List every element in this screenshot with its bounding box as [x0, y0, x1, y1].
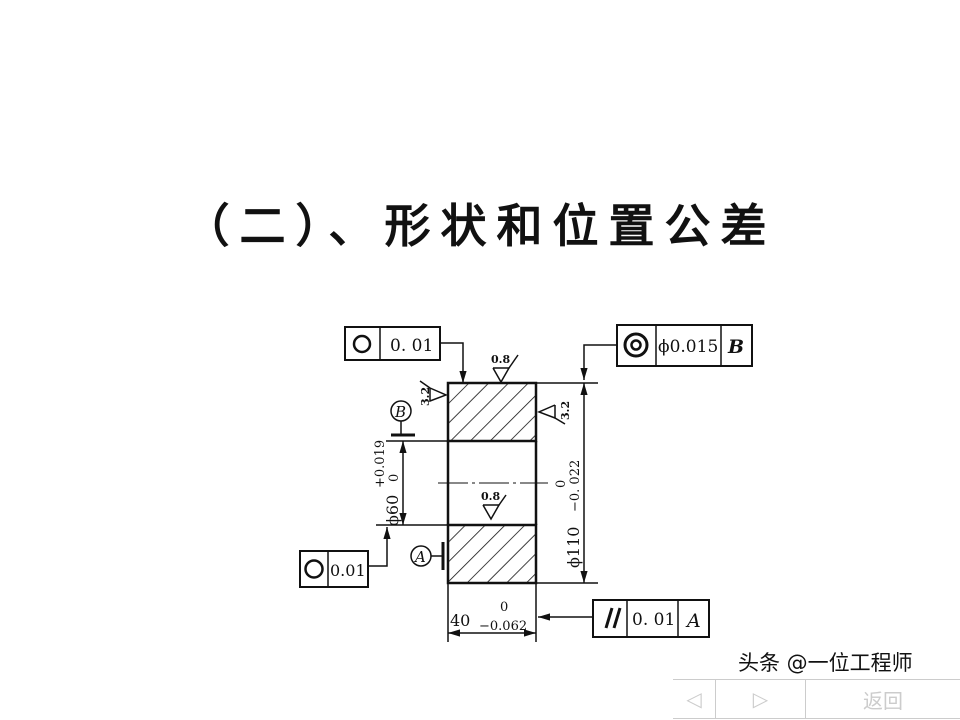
next-button[interactable]: ▷ — [715, 680, 805, 718]
dim-outer-lower: −0. 022 — [568, 460, 583, 512]
dim-bore-upper: +0.019 — [373, 440, 388, 488]
back-button[interactable]: 返回 — [805, 680, 960, 718]
roughness-top: 0.8 — [491, 353, 510, 366]
part-section-top — [446, 381, 538, 443]
parallelism-icon — [604, 607, 622, 629]
roughness-icon — [482, 494, 507, 521]
dim-bore-lower: 0 — [387, 474, 402, 482]
fcf-top-right-datum: B — [727, 336, 744, 358]
dim-width-upper: 0 — [500, 600, 508, 615]
slide-title: （二）、形状和位置公差 — [183, 199, 777, 253]
prev-button[interactable]: ◁ — [673, 680, 715, 718]
slide-navigation: ◁ ▷ 返回 — [673, 679, 960, 719]
prev-icon: ◁ — [686, 687, 702, 711]
datum-b-symbol — [390, 400, 415, 437]
datum-a-symbol — [410, 542, 445, 570]
dim-bore: ϕ60 — [383, 495, 402, 526]
fcf-bottom-left — [299, 550, 369, 588]
circularity-icon — [304, 559, 324, 579]
dim-width-lower: −0.062 — [479, 619, 527, 634]
next-icon: ▷ — [752, 687, 769, 711]
roughness-left: 3.2 — [419, 387, 432, 406]
dim-outer-upper: 0 — [554, 480, 569, 488]
roughness-icon — [492, 354, 519, 384]
concentricity-icon — [623, 332, 649, 358]
dim-outer: ϕ110 — [564, 527, 583, 568]
back-label: 返回 — [863, 688, 903, 713]
fcf-top-right-tolerance: ϕ0.015 — [658, 337, 718, 357]
roughness-right: 3.2 — [559, 401, 572, 420]
part-section-bottom — [446, 523, 538, 585]
fcf-bottom-left-tolerance: 0.01 — [330, 561, 366, 580]
roughness-bore: 0.8 — [481, 490, 500, 503]
watermark: 头条 @一位工程师 — [738, 651, 913, 675]
datum-b-label: B — [394, 403, 406, 421]
roughness-icon — [419, 380, 448, 403]
datum-a-label: A — [413, 548, 426, 566]
fcf-bottom-right-datum: A — [685, 610, 701, 632]
roughness-icon — [537, 404, 566, 425]
fcf-bottom-right-tolerance: 0. 01 — [632, 610, 675, 630]
fcf-bottom-right — [592, 599, 710, 638]
circularity-icon — [352, 334, 372, 354]
dim-width: 40 — [450, 611, 470, 630]
fcf-top-left-tolerance: 0. 01 — [390, 336, 433, 356]
